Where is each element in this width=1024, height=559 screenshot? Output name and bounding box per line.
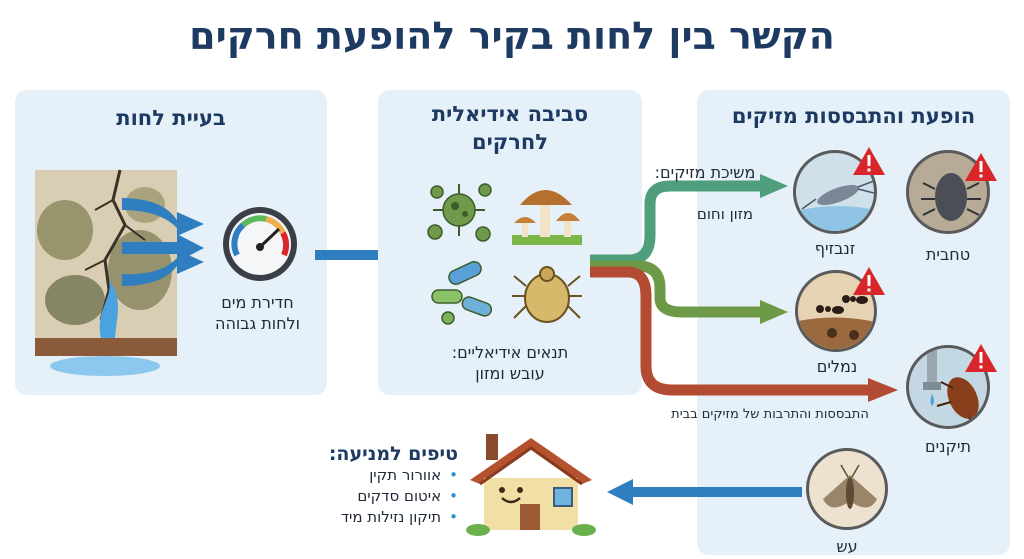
attract-pests-label: משיכת מזיקים: (654, 163, 756, 182)
dust-mite-icon (512, 266, 582, 323)
pest-label-silverfish: זנבזיף (814, 239, 856, 258)
moisture-panel-title: בעיית לחות (116, 106, 226, 130)
tip-item: איטום סדקים (300, 486, 458, 507)
mold-spores-icon (427, 183, 492, 242)
warning-icon (853, 267, 885, 295)
warning-icon (965, 344, 997, 372)
tip-item: תיקון נזילות מיד (300, 507, 458, 528)
pest-label-moth: עש (836, 537, 858, 556)
bacteria-icon (431, 261, 493, 325)
cockroach-image (906, 345, 990, 429)
pest-label-ants: נמלים (816, 357, 858, 376)
water-arrows (122, 198, 204, 286)
tip-item: אוורור תקין (300, 465, 458, 486)
pests-panel-title: הופעת והתבססות מזיקים (731, 104, 976, 128)
tips-title: טיפים למניעה: (328, 443, 458, 465)
moth-image (806, 448, 888, 530)
environment-panel-title: סביבה אידיאלית לחרקים (431, 102, 589, 154)
pest-label-woodlouse: טחבית (925, 245, 971, 264)
page-title: הקשר בין לחות בקיר להופעת חרקים (189, 14, 835, 58)
smiling-house-icon (466, 434, 596, 536)
branch-arrows (590, 174, 898, 402)
mushroom-icon (512, 190, 582, 245)
gauge-label: חדירת מים ולחות גבוהה (215, 293, 300, 333)
pest-label-cockroach: תיקנים (924, 437, 972, 456)
warning-icon (965, 153, 997, 181)
prevention-tips: טיפים למניעה: אוורור תקין איטום סדקים תי… (300, 443, 458, 528)
humidity-gauge-icon (223, 207, 297, 281)
establish-label: התבססות והתרבות של מזיקים בבית (671, 407, 869, 422)
silverfish-image (793, 150, 877, 234)
food-warmth-label: מזון וחום (696, 205, 754, 223)
arrow-to-house (607, 479, 802, 505)
ideal-conditions-label: תנאים אידיאליים: עובש ומזון (451, 343, 569, 383)
environment-panel (378, 90, 642, 395)
warning-icon (853, 147, 885, 175)
